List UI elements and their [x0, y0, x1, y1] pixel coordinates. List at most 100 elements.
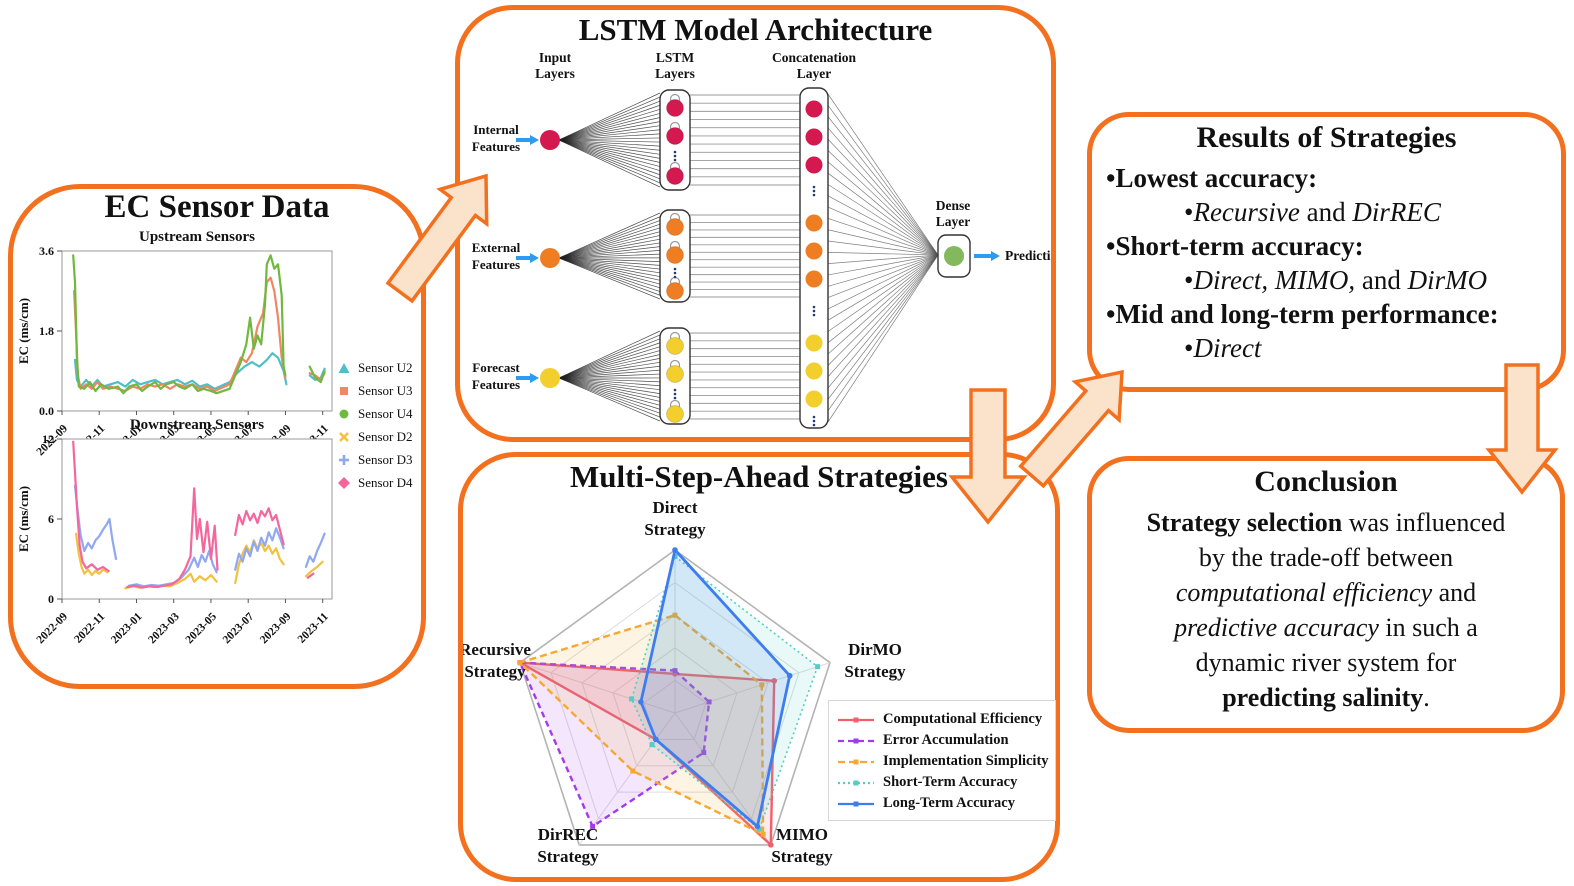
radar-axis-label: Direct — [653, 498, 698, 517]
svg-text:Features: Features — [472, 139, 520, 154]
svg-text:2023-07: 2023-07 — [221, 610, 257, 646]
radar-series-error-accumulation — [518, 661, 711, 828]
text-line: •Lowest accuracy: — [1106, 163, 1318, 193]
conclusion-panel: Conclusion Strategy selection was influe… — [1087, 456, 1565, 733]
radar-axis-label: Recursive — [463, 640, 531, 659]
svg-text:Features: Features — [472, 377, 520, 392]
triangle-marker-icon — [338, 362, 350, 373]
radar-legend-line-icon — [838, 717, 874, 722]
ec-sensor-data-panel: EC Sensor Data Upstream Sensors EC (ms/cm… — [8, 184, 426, 689]
radar-axis-label: Strategy — [464, 662, 526, 681]
text-line: •Mid and long-term performance: — [1106, 299, 1499, 329]
ec-panel-title: EC Sensor Data — [104, 189, 330, 225]
ec-legend-label: Sensor U4 — [358, 405, 413, 421]
radar-legend-label: Short-Term Accuracy — [883, 774, 1018, 790]
ec-legend-item: Sensor D4 — [337, 471, 429, 494]
series-sensor-u4 — [72, 254, 287, 395]
text-line: •Direct — [1184, 333, 1262, 363]
text-line: predicting salinity. — [1222, 683, 1430, 712]
radar-legend-item: Long-Term Accuracy — [837, 793, 1049, 814]
series-sensor-d4 — [72, 440, 110, 573]
svg-text:Downstream Sensors: Downstream Sensors — [130, 417, 264, 433]
radar-legend-line-icon — [838, 801, 874, 806]
svg-text:12: 12 — [42, 432, 54, 446]
radar-legend-label: Computational Efficiency — [883, 711, 1043, 727]
ec-legend-label: Sensor D2 — [358, 428, 413, 444]
radar-legend-line-icon — [838, 780, 874, 785]
radar-legend-line-icon — [838, 759, 874, 764]
radar-legend-label: Error Accumulation — [883, 732, 1009, 748]
text-line: dynamic river system for — [1195, 648, 1457, 677]
radar-legend-item: Implementation Simplicity — [837, 751, 1049, 772]
results-text: •Lowest accuracy: •Recursive and DirREC •S… — [1106, 161, 1553, 365]
svg-text:6: 6 — [48, 512, 54, 526]
text-line: computational efficiency and — [1175, 578, 1477, 607]
radar-legend-label: Long-Term Accuracy — [883, 795, 1015, 811]
plot-area — [61, 438, 333, 600]
svg-text:Concatenation: Concatenation — [772, 50, 856, 65]
svg-text:Upstream Sensors: Upstream Sensors — [139, 229, 255, 245]
input-node — [540, 130, 560, 150]
radar-axis-label: DirREC — [538, 825, 598, 844]
radar-axis-label: Strategy — [644, 520, 706, 539]
lstm-panel-title: LSTM Model Architecture — [578, 12, 933, 47]
svg-text:Features: Features — [472, 257, 520, 272]
text-line: •Short-term accuracy: — [1106, 231, 1364, 261]
ec-legend-item: Sensor U2 — [337, 356, 429, 379]
svg-text:Layers: Layers — [655, 66, 695, 81]
radar-legend-item: Computational Efficiency — [837, 709, 1049, 730]
ec-legend-item: Sensor U3 — [337, 379, 429, 402]
conclusion-panel-title: Conclusion — [1254, 465, 1398, 498]
text-line: •Recursive and DirREC — [1184, 197, 1441, 227]
radar-axis-label: Strategy — [537, 847, 599, 866]
results-panel: Results of Strategies •Lowest accuracy:•… — [1087, 112, 1566, 392]
svg-text:Dense: Dense — [936, 198, 971, 213]
ec-legend-item: Sensor D3 — [337, 448, 429, 471]
ec-legend-label: Sensor D3 — [358, 451, 413, 467]
svg-text:Layer: Layer — [936, 214, 971, 229]
svg-text:Internal: Internal — [473, 122, 519, 137]
svg-text:0: 0 — [48, 592, 54, 606]
radar-legend-label: Implementation Simplicity — [883, 753, 1049, 769]
svg-text:3.6: 3.6 — [39, 244, 54, 258]
radar-axis-label: Strategy — [844, 662, 906, 681]
ec-legend-label: Sensor U2 — [358, 359, 413, 375]
svg-text:EC (ms/cm): EC (ms/cm) — [16, 486, 31, 552]
text-line: •Direct, MIMO, and DirMO — [1184, 265, 1488, 295]
ec-legend-item: Sensor D2 — [337, 425, 429, 448]
text-line: Strategy selection was influenced — [1146, 508, 1506, 537]
svg-text:2023-05: 2023-05 — [183, 610, 219, 646]
series-sensor-d4 — [126, 487, 219, 589]
series-sensor-d3 — [304, 532, 326, 569]
radar-series-long-term-accuracy — [639, 548, 792, 828]
radar-legend-item: Error Accumulation — [837, 730, 1049, 751]
svg-text:2022-11: 2022-11 — [72, 610, 107, 645]
svg-text:2022-09: 2022-09 — [35, 610, 71, 646]
svg-text:Layers: Layers — [535, 66, 575, 81]
diamond-marker-icon — [338, 476, 350, 489]
ec-sensor-legend: Sensor U2 Sensor U3 Sensor U4 Sensor D2 Sens… — [337, 356, 429, 494]
ec-legend-label: Sensor D4 — [358, 474, 413, 490]
series-sensor-d2 — [304, 560, 324, 578]
svg-text:Predictions: Predictions — [1005, 248, 1051, 263]
radar-legend-item: Short-Term Accuracy — [837, 772, 1049, 793]
x-marker-icon — [339, 431, 349, 442]
plus-marker-icon — [339, 454, 349, 465]
svg-text:0.0: 0.0 — [39, 404, 54, 418]
ec-legend-item: Sensor U4 — [337, 402, 429, 425]
svg-text:1.8: 1.8 — [39, 324, 54, 338]
strategies-panel-title: Multi-Step-Ahead Strategies — [570, 459, 948, 494]
svg-text:Layer: Layer — [797, 66, 832, 81]
circle-marker-icon — [339, 409, 349, 418]
series-sensor-d2 — [74, 532, 109, 577]
radar-axis-label: Strategy — [771, 847, 833, 866]
input-node — [540, 248, 560, 268]
radar-legend-line-icon — [838, 738, 874, 743]
results-panel-title: Results of Strategies — [1196, 121, 1457, 154]
svg-text:2023-01: 2023-01 — [109, 610, 145, 646]
